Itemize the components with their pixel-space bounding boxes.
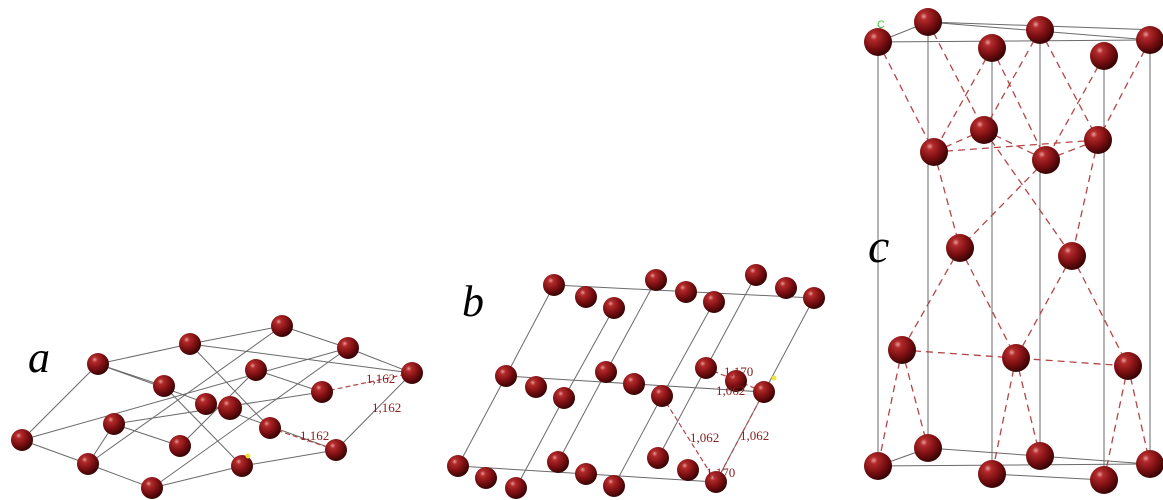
atom bbox=[970, 116, 998, 144]
atom bbox=[920, 138, 948, 166]
atom bbox=[1136, 26, 1163, 54]
atom bbox=[543, 274, 565, 296]
atom bbox=[337, 337, 359, 359]
atom bbox=[195, 393, 217, 415]
atom bbox=[705, 471, 727, 493]
atom bbox=[1090, 42, 1118, 70]
atom bbox=[623, 373, 645, 395]
atom bbox=[77, 453, 99, 475]
atom bbox=[647, 447, 669, 469]
axis-label: C bbox=[877, 19, 885, 31]
distance-label: 1,062 bbox=[690, 430, 719, 445]
atom bbox=[169, 435, 191, 457]
atom bbox=[525, 376, 547, 398]
atom bbox=[325, 439, 347, 461]
atom bbox=[595, 361, 617, 383]
atom bbox=[259, 417, 281, 439]
atom bbox=[803, 287, 825, 309]
atom bbox=[245, 359, 267, 381]
atom bbox=[745, 264, 767, 286]
atom bbox=[505, 477, 527, 499]
atom bbox=[603, 297, 625, 319]
axis-marker bbox=[245, 453, 251, 459]
atom bbox=[914, 434, 942, 462]
atom bbox=[401, 362, 423, 384]
atom bbox=[11, 429, 33, 451]
panel-c: C c bbox=[864, 8, 1163, 494]
atom bbox=[1026, 16, 1054, 44]
atom bbox=[946, 234, 974, 262]
atom bbox=[87, 353, 109, 375]
distance-label: 1,170 bbox=[706, 465, 735, 480]
atom bbox=[447, 455, 469, 477]
atom bbox=[725, 370, 747, 392]
panel-c-letter: c bbox=[868, 220, 889, 273]
atom bbox=[575, 286, 597, 308]
atom bbox=[695, 357, 717, 379]
atom bbox=[1026, 442, 1054, 470]
atom bbox=[1032, 146, 1060, 174]
atom bbox=[1084, 126, 1112, 154]
atom bbox=[775, 277, 797, 299]
atom bbox=[271, 315, 293, 337]
atom bbox=[153, 375, 175, 397]
panel-a: a 1,162 1,162 1,162 bbox=[11, 315, 423, 499]
atom bbox=[475, 467, 497, 489]
panel-b-letter: b bbox=[462, 277, 484, 326]
atom bbox=[677, 459, 699, 481]
distance-label: 1,162 bbox=[372, 400, 401, 415]
atom bbox=[1136, 450, 1163, 478]
panel-b-atoms bbox=[447, 264, 825, 499]
atom bbox=[645, 269, 667, 291]
atom bbox=[231, 455, 253, 477]
distance-label: 1,162 bbox=[300, 428, 329, 443]
atom bbox=[1090, 466, 1118, 494]
atom bbox=[218, 396, 242, 420]
atom bbox=[1058, 242, 1086, 270]
panel-a-atoms bbox=[11, 315, 423, 499]
axis-marker bbox=[771, 375, 777, 381]
panel-a-dashed-bonds bbox=[269, 372, 413, 451]
atom bbox=[553, 387, 575, 409]
atom bbox=[495, 365, 517, 387]
panel-c-dashed-bonds bbox=[877, 21, 1151, 481]
panel-c-atoms bbox=[864, 8, 1163, 494]
panel-c-cell-edges bbox=[877, 21, 1161, 481]
atom bbox=[753, 381, 775, 403]
atom bbox=[914, 8, 942, 36]
atom bbox=[547, 451, 569, 473]
distance-label: 1,062 bbox=[740, 428, 769, 443]
distance-label: 1,170 bbox=[724, 364, 753, 379]
atom bbox=[864, 28, 892, 56]
atom bbox=[1002, 344, 1030, 372]
atom bbox=[575, 463, 597, 485]
atom bbox=[864, 452, 892, 480]
atom bbox=[978, 460, 1006, 488]
atom bbox=[651, 385, 673, 407]
atom bbox=[603, 475, 625, 497]
panel-b: b 1,170 1,062 1,062 1,062 1,170 bbox=[447, 264, 825, 499]
atom bbox=[888, 336, 916, 364]
atom bbox=[978, 34, 1006, 62]
atom bbox=[675, 281, 697, 303]
atom bbox=[141, 477, 163, 499]
atom bbox=[179, 333, 201, 355]
distance-label: 1,062 bbox=[716, 383, 745, 398]
atom bbox=[703, 291, 725, 313]
atom bbox=[103, 413, 125, 435]
distance-label: 1,162 bbox=[366, 371, 395, 386]
atom bbox=[1114, 352, 1142, 380]
atom bbox=[311, 381, 333, 403]
panel-a-letter: a bbox=[28, 333, 50, 382]
